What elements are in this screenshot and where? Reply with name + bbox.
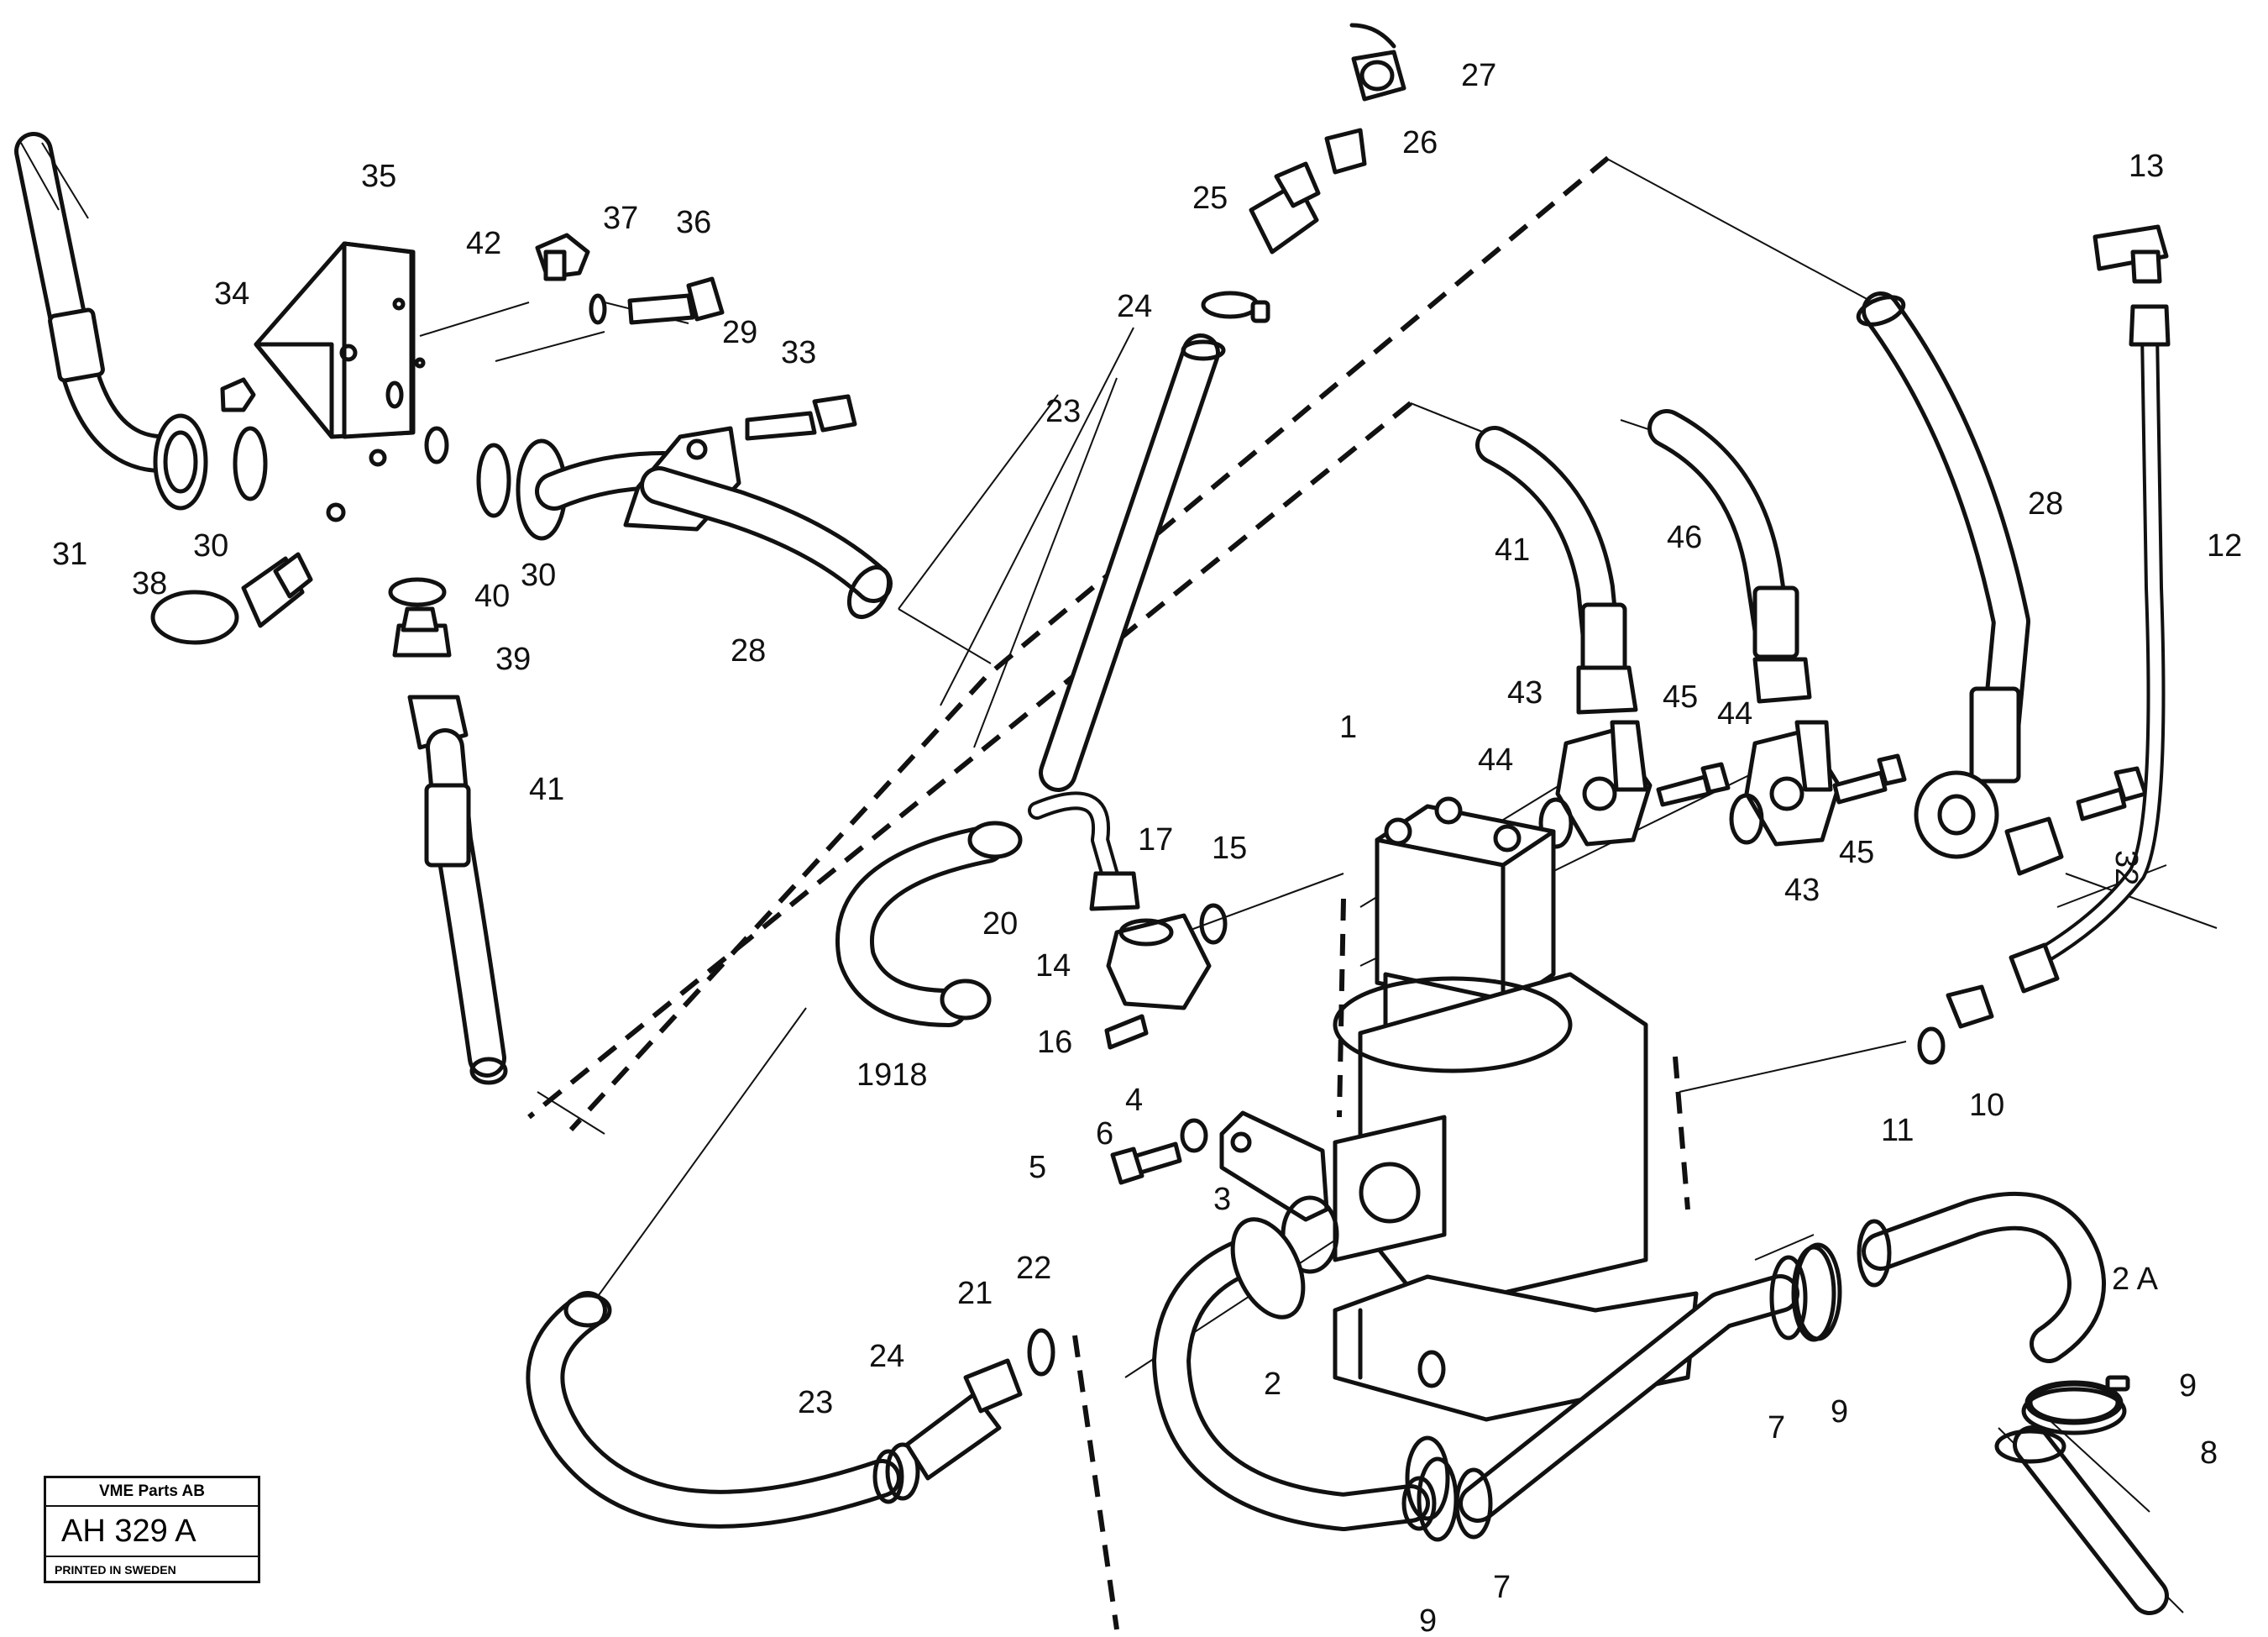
label-14: 14 [1035, 948, 1071, 984]
label-41b: 41 [1495, 533, 1530, 568]
label-17: 17 [1138, 822, 1173, 858]
label-28b: 28 [2028, 486, 2063, 522]
stamp-printed: PRINTED IN SWEDEN [55, 1563, 176, 1577]
label-39: 39 [495, 642, 531, 677]
label-29: 29 [722, 315, 757, 350]
label-31: 31 [52, 537, 87, 572]
label-43a: 43 [1507, 675, 1543, 711]
label-23b: 23 [798, 1385, 833, 1420]
hose-41-left [424, 728, 508, 1085]
label-23a: 23 [1045, 394, 1081, 429]
label-38: 38 [132, 566, 167, 601]
hose-7 [1454, 1245, 1836, 1540]
part-labels: 1 2 2 A 3 4 5 6 7 7 8 9 9 9 10 11 12 13 … [52, 58, 2242, 1637]
label-44b: 44 [1717, 696, 1752, 732]
label-8: 8 [2200, 1435, 2218, 1471]
clamps-9 [1405, 1242, 2130, 1521]
label-24b: 24 [869, 1339, 904, 1374]
hose-23-top [1039, 23, 1406, 792]
dashed-outlines [527, 155, 1690, 1630]
label-9c: 9 [1419, 1603, 1437, 1637]
label-24a: 24 [1117, 289, 1152, 324]
label-35: 35 [361, 159, 396, 194]
label-6: 6 [1096, 1116, 1113, 1152]
label-42: 42 [466, 226, 501, 261]
label-45a: 45 [1663, 679, 1698, 715]
label-5: 5 [1029, 1150, 1046, 1185]
parts-stamp: VME Parts AB AH 329 A PRINTED IN SWEDEN [44, 1476, 260, 1583]
fittings-38-41 [150, 552, 469, 750]
stamp-company: VME Parts AB [46, 1478, 258, 1507]
elbows-43 [1538, 720, 1907, 849]
label-45b: 45 [1839, 835, 1874, 870]
label-2a: 2 A [2112, 1262, 2159, 1297]
label-7b: 7 [1493, 1570, 1511, 1605]
label-9a: 9 [1831, 1394, 1848, 1430]
label-36: 36 [676, 205, 711, 240]
hose-28-right [1856, 291, 2148, 876]
label-30b: 30 [521, 558, 556, 593]
label-3: 3 [1213, 1182, 1231, 1217]
label-4: 4 [1125, 1083, 1143, 1118]
label-20: 20 [982, 906, 1018, 942]
label-11: 11 [1881, 1113, 1914, 1148]
stamp-code: AH 329 A [46, 1507, 258, 1557]
label-34: 34 [214, 276, 249, 312]
hose-28-left [640, 466, 893, 619]
label-16: 16 [1037, 1025, 1072, 1060]
label-30a: 30 [193, 528, 228, 564]
pipe-12 [1917, 224, 2171, 1065]
label-27: 27 [1461, 58, 1496, 93]
label-21: 21 [957, 1276, 993, 1311]
manifold-block-35 [254, 241, 449, 522]
label-43b: 43 [1784, 873, 1820, 908]
label-10: 10 [1969, 1088, 2004, 1123]
label-12: 12 [2207, 528, 2242, 564]
label-46: 46 [1667, 520, 1702, 555]
label-1918: 1918 [856, 1057, 928, 1093]
label-41a: 41 [529, 772, 564, 807]
label-22: 22 [1016, 1251, 1051, 1286]
label-40: 40 [474, 579, 510, 614]
elbow-14-group [835, 791, 1228, 1050]
label-9b: 9 [2179, 1368, 2197, 1404]
label-13: 13 [2129, 149, 2164, 184]
valve-body-1 [1333, 796, 1699, 1422]
label-33: 33 [781, 335, 816, 370]
hose-23-bottom [526, 1291, 1055, 1529]
label-2: 2 [1264, 1367, 1281, 1402]
label-28a: 28 [731, 633, 766, 669]
hose-2 [1152, 1217, 1459, 1542]
label-25: 25 [1192, 181, 1228, 216]
label-44a: 44 [1478, 742, 1513, 778]
label-15: 15 [1212, 831, 1247, 866]
label-1: 1 [1339, 710, 1357, 745]
hoses-41-46-right [1475, 409, 1812, 715]
leader-lines [419, 157, 2218, 1613]
label-32: 32 [2108, 850, 2144, 885]
hose-31 [14, 132, 187, 474]
label-37: 37 [603, 201, 638, 236]
fittings-top [535, 233, 725, 325]
hose-2a [1857, 1191, 2169, 1615]
label-7a: 7 [1768, 1410, 1785, 1445]
label-26: 26 [1402, 125, 1438, 160]
